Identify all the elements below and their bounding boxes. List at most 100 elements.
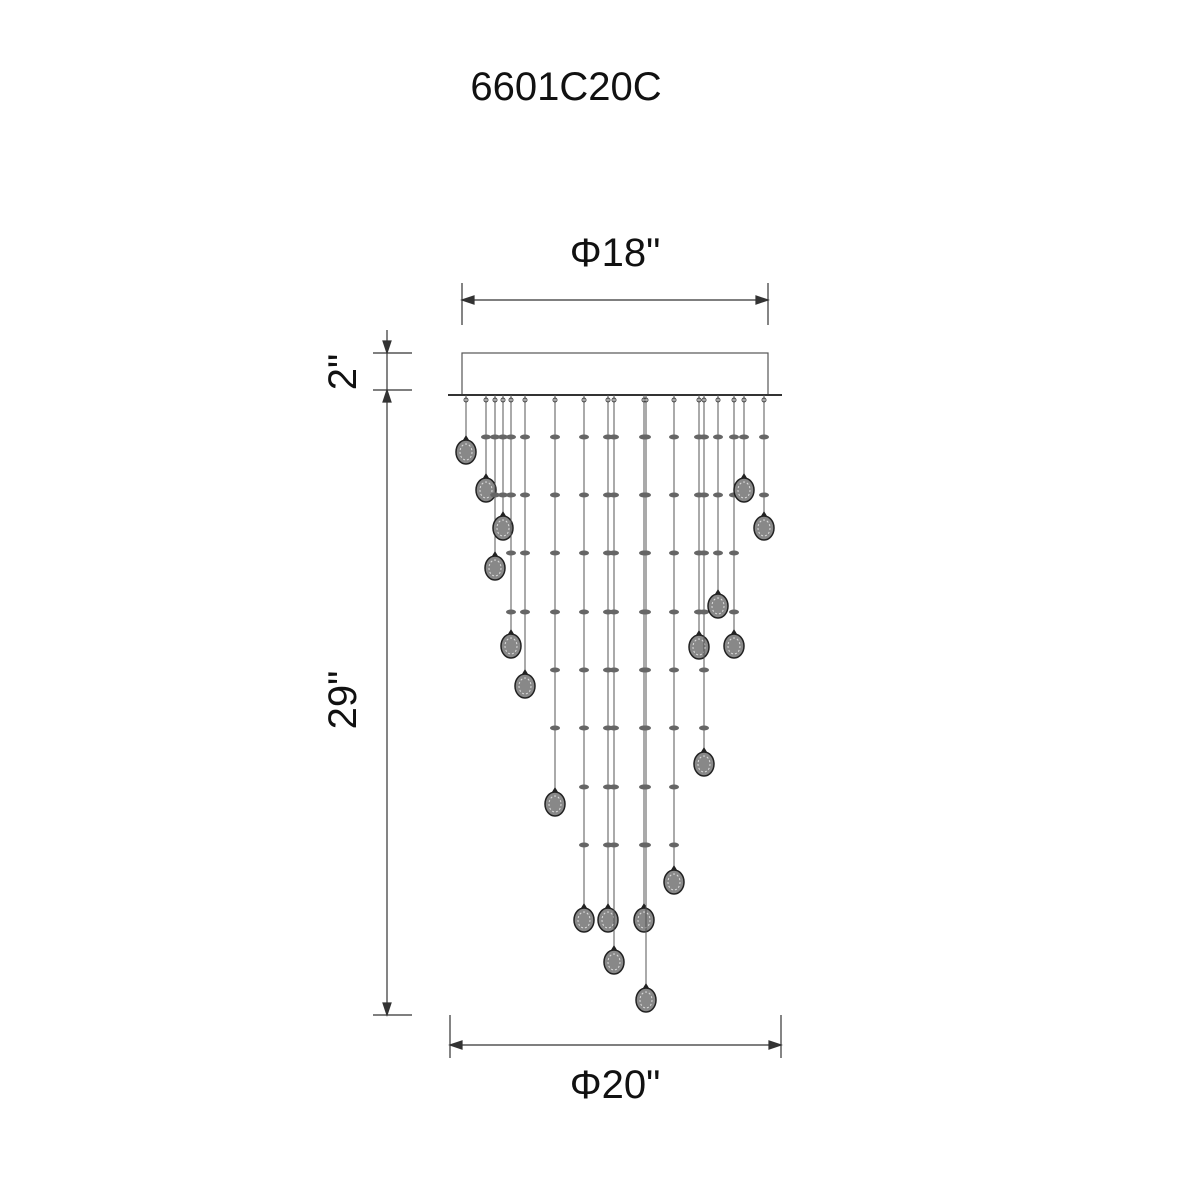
crystal-bead (699, 667, 709, 673)
crystal-bead (641, 784, 651, 790)
crystal-bead (641, 550, 651, 556)
crystal-bead (669, 667, 679, 673)
crystal-bead (699, 492, 709, 498)
model-number: 6601C20C (470, 65, 661, 109)
crystal-strand (635, 395, 657, 1013)
crystal-strands (455, 395, 775, 1013)
crystal-bead (759, 492, 769, 498)
crystal-bead (550, 667, 560, 673)
crystal-bead (550, 434, 560, 440)
crystal-bead (609, 550, 619, 556)
crystal-bead (579, 725, 589, 731)
crystal-strand (693, 395, 715, 777)
crystal-strand (597, 395, 619, 933)
crystal-ball (753, 511, 775, 541)
crystal-strand (500, 395, 522, 659)
crystal-bead (609, 492, 619, 498)
crystal-bead (729, 434, 739, 440)
crystal-bead (641, 667, 651, 673)
fixture-diameter-label: Φ20" (570, 1063, 661, 1107)
crystal-bead (669, 609, 679, 615)
crystal-bead (669, 784, 679, 790)
crystal-bead (729, 609, 739, 615)
crystal-bead (520, 434, 530, 440)
crystal-bead (699, 609, 709, 615)
crystal-bead (579, 609, 589, 615)
crystal-strand (633, 395, 655, 933)
crystal-strand (753, 395, 775, 541)
crystal-strand (544, 395, 566, 817)
crystal-bead (506, 609, 516, 615)
crystal-bead (739, 434, 749, 440)
crystal-bead (490, 434, 500, 440)
crystal-bead (520, 492, 530, 498)
crystal-ball (723, 629, 745, 659)
crystal-bead (498, 434, 508, 440)
crystal-bead (579, 667, 589, 673)
crystal-ball (707, 589, 729, 619)
crystal-ball (514, 669, 536, 699)
crystal-ball (635, 983, 657, 1013)
crystal-bead (579, 842, 589, 848)
canopy-height-label: 2" (321, 354, 365, 390)
crystal-bead (713, 550, 723, 556)
crystal-bead (699, 550, 709, 556)
fixture-height-label: 29" (321, 671, 365, 730)
crystal-strand (688, 395, 710, 660)
crystal-bead (550, 609, 560, 615)
crystal-bead (579, 434, 589, 440)
crystal-bead (579, 784, 589, 790)
crystal-strand (603, 395, 625, 975)
crystal-bead (550, 550, 560, 556)
crystal-bead (641, 434, 651, 440)
fixture-diameter-dimension (448, 1015, 783, 1058)
crystal-bead (641, 609, 651, 615)
crystal-bead (669, 550, 679, 556)
crystal-ball (544, 787, 566, 817)
canopy (461, 352, 769, 396)
crystal-bead (699, 434, 709, 440)
crystal-strand (573, 395, 595, 933)
crystal-bead (699, 725, 709, 731)
crystal-bead (506, 434, 516, 440)
crystal-bead (713, 492, 723, 498)
crystal-bead (609, 667, 619, 673)
crystal-bead (729, 550, 739, 556)
crystal-ball (663, 865, 685, 895)
crystal-ball (603, 945, 625, 975)
height-dimension (373, 330, 412, 1017)
crystal-bead (759, 434, 769, 440)
crystal-ball (633, 903, 655, 933)
crystal-bead (490, 492, 500, 498)
crystal-bead (506, 550, 516, 556)
crystal-bead (579, 550, 589, 556)
crystal-bead (506, 492, 516, 498)
crystal-bead (498, 492, 508, 498)
crystal-bead (609, 725, 619, 731)
crystal-bead (669, 725, 679, 731)
crystal-ball (475, 473, 497, 503)
crystal-ball (492, 511, 514, 541)
crystal-bead (481, 434, 491, 440)
crystal-ball (733, 473, 755, 503)
crystal-bead (669, 842, 679, 848)
crystal-ball (455, 435, 477, 465)
crystal-bead (609, 434, 619, 440)
crystal-bead (579, 492, 589, 498)
crystal-strand (663, 395, 685, 895)
crystal-ball (500, 629, 522, 659)
crystal-bead (520, 609, 530, 615)
crystal-strand (455, 395, 477, 465)
canopy-diameter-label: Φ18" (570, 231, 661, 275)
crystal-bead (609, 784, 619, 790)
crystal-strand (707, 395, 729, 619)
crystal-bead (550, 492, 560, 498)
crystal-bead (641, 842, 651, 848)
crystal-bead (520, 550, 530, 556)
crystal-bead (609, 842, 619, 848)
crystal-ball (484, 551, 506, 581)
crystal-strand (733, 395, 755, 503)
crystal-ball (597, 903, 619, 933)
crystal-bead (609, 609, 619, 615)
